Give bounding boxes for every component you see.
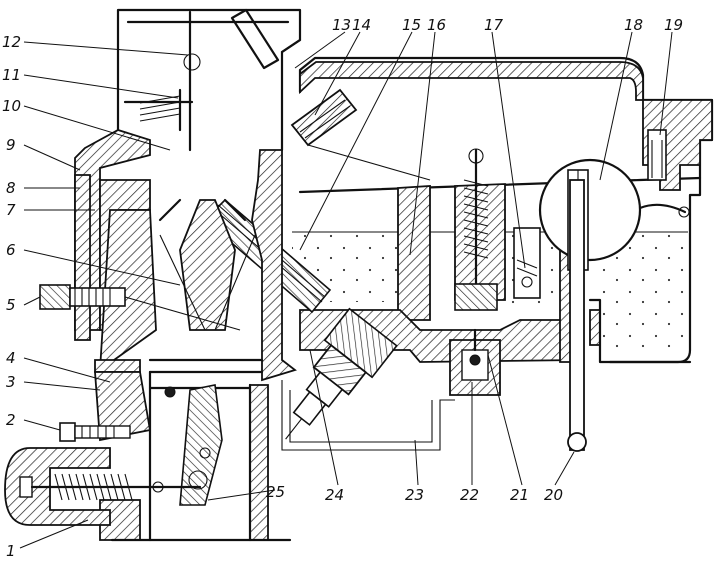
callout-11: 11: [2, 66, 21, 84]
air-horn: [116, 8, 302, 152]
fuel-passage: [281, 380, 455, 451]
callout-10: 10: [2, 97, 21, 115]
main-jet-24: [285, 307, 398, 440]
callout-2: 2: [6, 411, 16, 429]
callout-6: 6: [6, 241, 16, 259]
callout-13: 13: [332, 16, 351, 34]
leader-lines: [19, 31, 673, 549]
callout-5: 5: [6, 296, 16, 314]
callout-25: 25: [266, 483, 285, 501]
callout-12: 12: [2, 33, 21, 51]
control-spring-1: [4, 447, 202, 526]
callout-4: 4: [6, 349, 16, 367]
callout-14: 14: [352, 16, 371, 34]
callout-24: 24: [325, 486, 344, 504]
callout-3: 3: [6, 373, 16, 391]
stop-screw-2: [59, 422, 131, 442]
check-valve-17: [513, 227, 541, 299]
choke-assembly: [123, 10, 201, 152]
callout-8: 8: [6, 179, 16, 197]
callout-15: 15: [402, 16, 421, 34]
callout-labels: 12 11 10 9 8 7 6 5 4 3 2 1 13 14 15 16 1…: [2, 16, 683, 560]
vent-14: [290, 88, 431, 181]
callout-19: 19: [664, 16, 683, 34]
pump-spring: [454, 148, 498, 311]
throttle-body: [110, 358, 292, 542]
callout-20: 20: [544, 486, 563, 504]
rod-20: [567, 179, 587, 452]
callout-9: 9: [6, 136, 16, 154]
needle-valve-19: [638, 99, 713, 218]
callout-18: 18: [624, 16, 643, 34]
economizer-valve: [449, 328, 501, 396]
callout-16: 16: [427, 16, 446, 34]
callout-7: 7: [6, 201, 16, 219]
callout-23: 23: [405, 486, 424, 504]
inlet-tube-13: [230, 8, 280, 70]
callout-22: 22: [460, 486, 479, 504]
callout-21: 21: [510, 486, 529, 504]
callout-1: 1: [6, 542, 16, 560]
diffuser: [158, 198, 256, 331]
callout-17: 17: [484, 16, 504, 34]
